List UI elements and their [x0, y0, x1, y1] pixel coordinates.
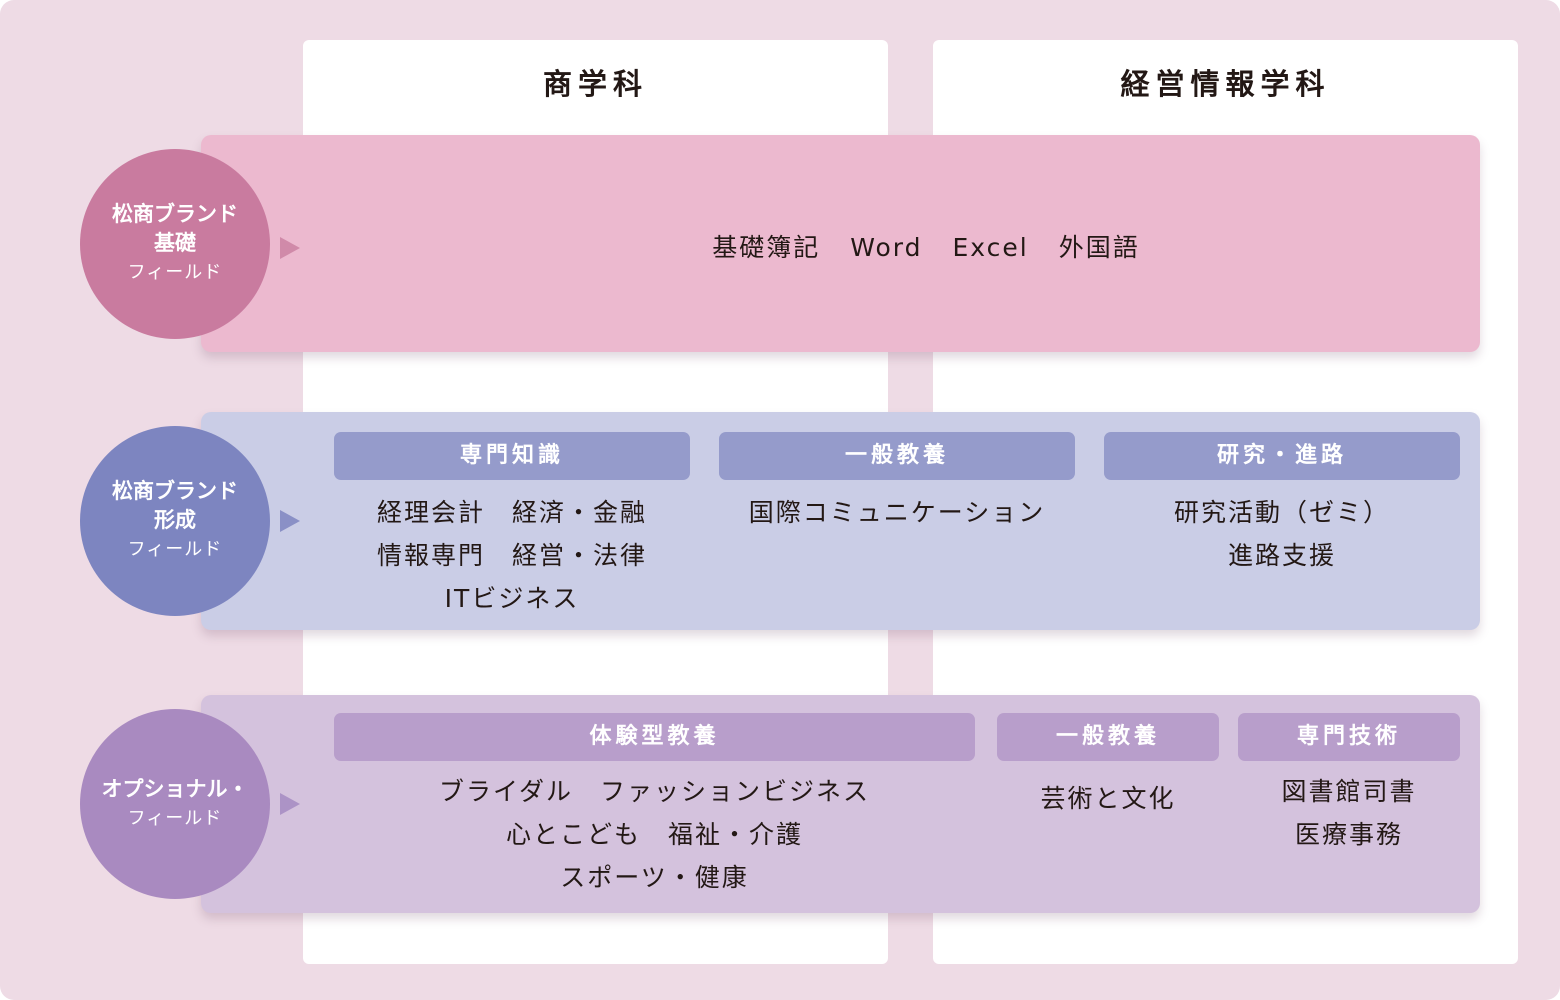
- formation-field-circle: 松商ブランド 形成 フィールド: [80, 426, 270, 616]
- list-item: 医療事務: [1294, 820, 1403, 849]
- formation-field-label-2: 形成: [154, 508, 196, 532]
- commerce-column-title: 商学科: [542, 67, 648, 101]
- list-item: ブライダル ファッションビジネス: [438, 777, 870, 806]
- basic-item: Excel: [952, 233, 1029, 262]
- list-item: ITビジネス: [444, 584, 580, 613]
- optional-field-label-2: フィールド: [127, 807, 223, 829]
- list-item: 情報専門 経営・法律: [376, 541, 647, 570]
- optional-group-title: 専門技術: [1238, 713, 1460, 761]
- formation-group-content: 経理会計 経済・金融 情報専門 経営・法律 ITビジネス: [334, 491, 690, 620]
- list-item: 経理会計 経済・金融: [376, 498, 647, 527]
- basic-field-label-3: フィールド: [127, 262, 223, 283]
- basic-field-label-1: 松商ブランド: [112, 202, 238, 226]
- basic-item: 外国語: [1058, 233, 1140, 262]
- arrow-right-icon: [280, 510, 300, 532]
- optional-group-title: 体験型教養: [334, 713, 975, 761]
- optional-group-content: 芸術と文化: [997, 777, 1219, 820]
- formation-group-title: 一般教養: [719, 432, 1075, 480]
- basic-item: 基礎簿記: [712, 233, 821, 262]
- list-item: 進路支援: [1227, 541, 1336, 570]
- list-item: スポーツ・健康: [560, 863, 749, 892]
- optional-group-title: 一般教養: [997, 713, 1219, 761]
- arrow-right-icon: [280, 793, 300, 815]
- list-item: 心とこども 福祉・介護: [505, 820, 803, 849]
- basic-field-label-2: 基礎: [154, 231, 196, 255]
- optional-group-content: ブライダル ファッションビジネス 心とこども 福祉・介護 スポーツ・健康: [334, 770, 975, 899]
- formation-field-label-1: 松商ブランド: [112, 479, 238, 503]
- formation-field-label-3: フィールド: [127, 539, 223, 560]
- arrow-right-icon: [280, 237, 300, 259]
- optional-group-content: 図書館司書 医療事務: [1238, 770, 1460, 856]
- basic-item: Word: [850, 233, 923, 262]
- list-item: 国際コミュニケーション: [748, 498, 1046, 527]
- basic-field-band: [201, 135, 1480, 352]
- management-info-column-title: 経営情報学科: [1120, 67, 1331, 101]
- optional-field-label-1: オプショナル・: [101, 776, 249, 801]
- basic-field-circle: 松商ブランド 基礎 フィールド: [80, 149, 270, 339]
- optional-field-circle: オプショナル・ フィールド: [80, 709, 270, 899]
- formation-group-content: 研究活動（ゼミ） 進路支援: [1104, 491, 1460, 577]
- list-item: 芸術と文化: [1040, 784, 1176, 813]
- basic-field-items: 基礎簿記 Word Excel 外国語: [201, 226, 1560, 270]
- formation-group-title: 研究・進路: [1104, 432, 1460, 480]
- list-item: 図書館司書: [1281, 777, 1417, 806]
- list-item: 研究活動（ゼミ）: [1173, 498, 1390, 527]
- formation-group-title: 専門知識: [334, 432, 690, 480]
- formation-group-content: 国際コミュニケーション: [719, 491, 1075, 534]
